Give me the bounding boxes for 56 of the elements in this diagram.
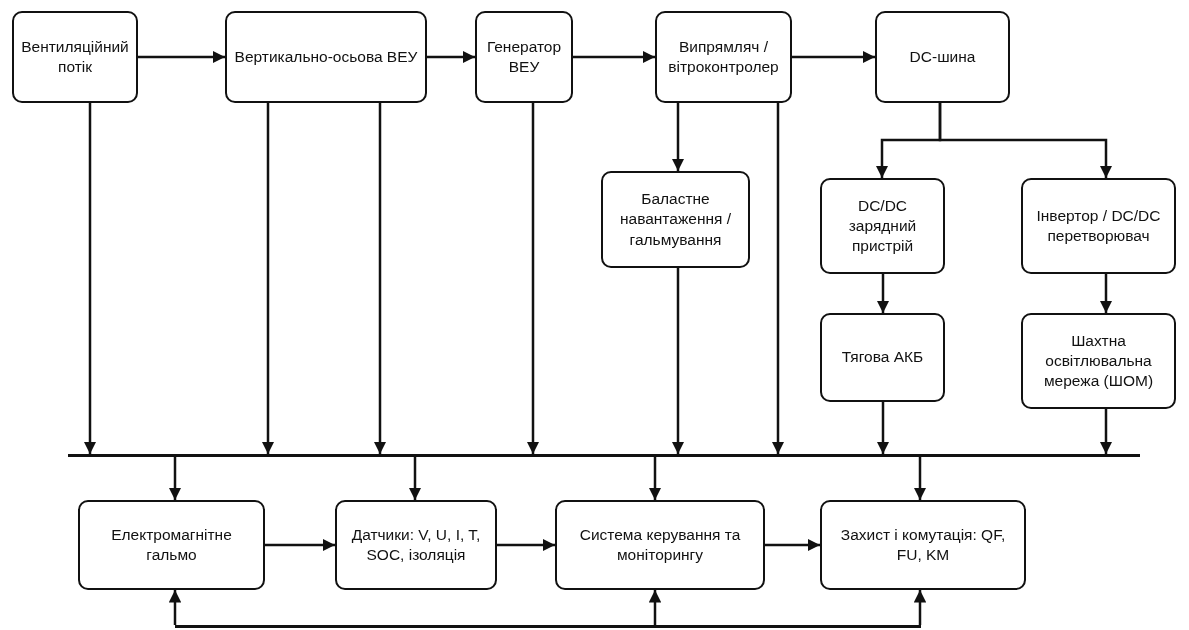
process-box [875,11,1010,103]
arrow [83,103,97,454]
box-label: Вентиляційний потік [20,36,130,77]
process-box [820,178,945,274]
arrow [573,50,655,64]
box-label: Баластне навантаження / гальмування [618,189,733,250]
arrow [265,538,335,552]
process-box [335,500,497,590]
box-label: Датчики: V, U, I, T, SOC, ізоляція [350,524,482,565]
bus-line [175,625,921,628]
arrow [408,457,422,500]
process-box [820,313,945,402]
box-label: Шахтна освітлювальна мережа (ШОМ) [1042,330,1155,392]
arrow [765,538,820,552]
box-label: Захист і комутація: QF, FU, KM [839,524,1007,565]
arrow [938,103,1113,178]
box-label: Інвертор / DC/DC перетворювач [1035,205,1162,246]
box-label: Електромагнітне гальмо [110,524,233,565]
process-box [655,11,792,103]
arrow [261,103,275,454]
arrow [876,402,890,454]
arrow [427,50,475,64]
box-label: Вертикально-осьова ВЕУ [234,46,418,67]
arrow [1099,274,1113,313]
arrow [648,590,662,625]
arrow [913,457,927,500]
arrow [913,590,927,625]
process-box [601,171,750,268]
box-label: Система керування та моніторингу [578,524,742,565]
arrow [497,538,555,552]
arrow [168,457,182,500]
process-box [555,500,765,590]
process-box [12,11,138,103]
arrow [671,268,685,454]
arrow [876,274,890,313]
box-label: Випрямляч / вітроконтролер [667,36,780,77]
arrow [648,457,662,500]
arrow [138,50,225,64]
arrow [771,103,785,454]
bus-line [68,454,1140,457]
arrow [168,590,182,625]
arrow [792,50,875,64]
box-label: Генератор ВЕУ [485,36,563,77]
process-box [78,500,265,590]
process-box [225,11,427,103]
box-label: DC-шина [909,46,976,67]
box-label: Тягова АКБ [841,347,924,368]
process-box [1021,313,1176,409]
arrow [373,103,387,454]
arrow [1099,409,1113,454]
process-box [475,11,573,103]
arrow [526,103,540,454]
arrow [671,103,685,171]
process-box [820,500,1026,590]
box-label: DC/DC зарядний пристрій [847,195,918,257]
process-box [1021,178,1176,274]
